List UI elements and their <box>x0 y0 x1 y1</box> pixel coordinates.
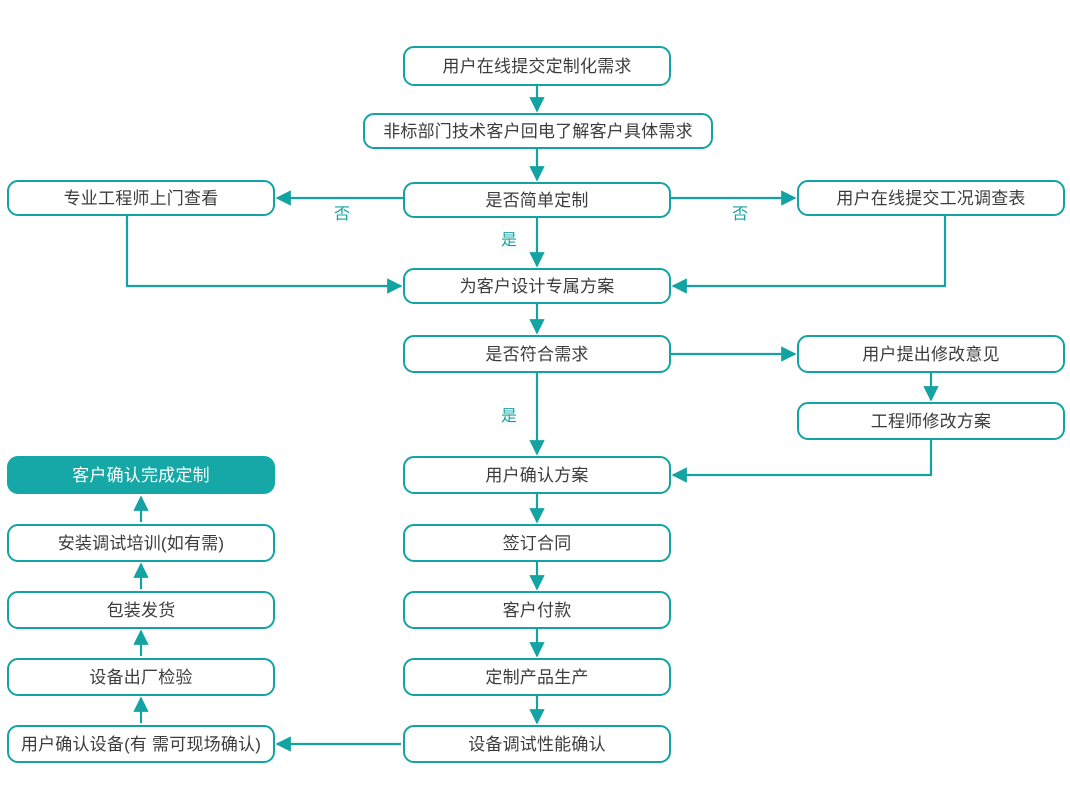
edge-label-no-left: 否 <box>334 206 351 223</box>
node-user-confirm-equipment[interactable]: 用户确认设备(有 需可现场确认) <box>7 725 275 763</box>
node-user-confirm-plan[interactable]: 用户确认方案 <box>403 456 671 494</box>
node-equipment-commissioning-confirm[interactable]: 设备调试性能确认 <box>403 725 671 763</box>
node-installation-training[interactable]: 安装调试培训(如有需) <box>7 524 275 562</box>
node-nonstandard-dept-callback[interactable]: 非标部门技术客户回电了解客户具体需求 <box>363 113 713 149</box>
node-sign-contract[interactable]: 签订合同 <box>403 524 671 562</box>
edge-n9-n10 <box>671 440 933 483</box>
node-factory-inspection[interactable]: 设备出厂检验 <box>7 658 275 696</box>
node-custom-product-manufacturing[interactable]: 定制产品生产 <box>403 658 671 696</box>
node-customer-payment[interactable]: 客户付款 <box>403 591 671 629</box>
node-user-revision-feedback[interactable]: 用户提出修改意见 <box>797 335 1065 373</box>
node-user-submit-custom-request[interactable]: 用户在线提交定制化需求 <box>403 46 671 86</box>
node-engineer-onsite-inspection[interactable]: 专业工程师上门查看 <box>7 180 275 216</box>
edge-n5-n6 <box>671 216 947 294</box>
node-packaging-shipping[interactable]: 包装发货 <box>7 591 275 629</box>
node-is-simple-customization[interactable]: 是否简单定制 <box>403 182 671 218</box>
node-engineer-revise-plan[interactable]: 工程师修改方案 <box>797 402 1065 440</box>
node-user-submit-condition-survey[interactable]: 用户在线提交工况调查表 <box>797 180 1065 216</box>
edge-label-yes-lower: 是 <box>501 408 518 425</box>
node-customer-confirm-complete[interactable]: 客户确认完成定制 <box>7 456 275 494</box>
edge-label-yes-upper: 是 <box>501 232 518 249</box>
node-meets-requirements[interactable]: 是否符合需求 <box>403 335 671 373</box>
edge-label-no-right: 否 <box>732 206 749 223</box>
edge-n4-n6 <box>125 216 403 294</box>
node-design-exclusive-plan[interactable]: 为客户设计专属方案 <box>403 268 671 304</box>
